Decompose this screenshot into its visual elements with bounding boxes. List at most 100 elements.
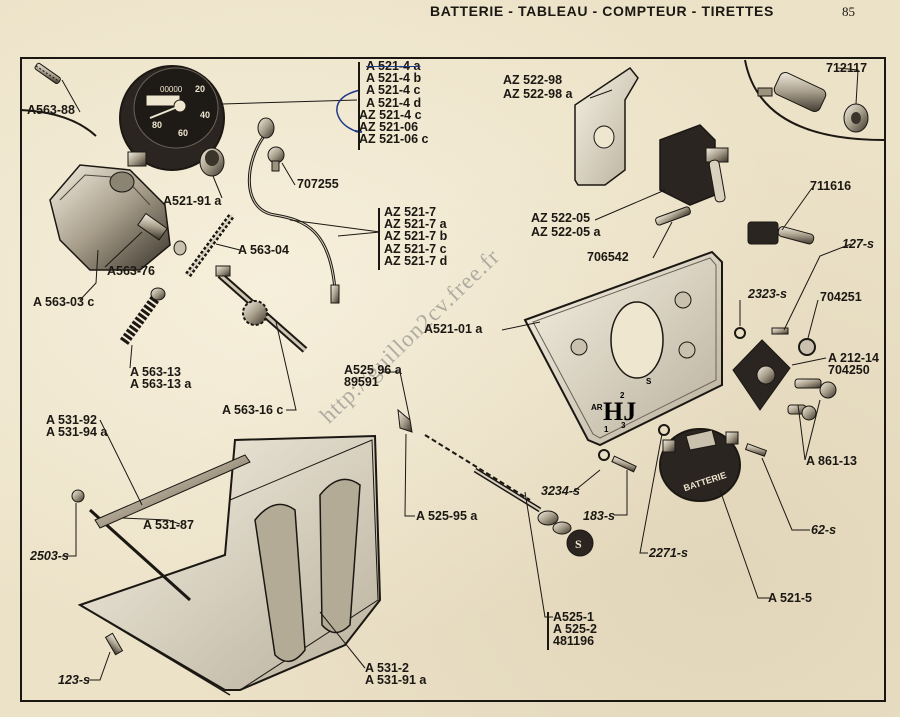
label-711616: 711616 — [810, 179, 852, 193]
label-a521-4b: A 521-4 b — [366, 71, 422, 86]
label-az521-7d: AZ 521-7 d — [384, 253, 448, 268]
label-a563-04: A 563-04 — [238, 243, 289, 257]
label-az522-05: AZ 522-05 — [531, 211, 591, 225]
corner-divider-left — [19, 109, 97, 137]
gear-shaft-a563-16c — [215, 265, 308, 353]
gauge-odometer: 00000 — [160, 85, 183, 94]
pull-knob-cable-a525-1: S — [424, 434, 594, 557]
label-2323-s: 2323-s — [748, 287, 787, 301]
dash-plate-a521-01a: HJ AR 1 2 3 S — [523, 250, 723, 447]
drive-housing-a563-03c — [49, 164, 187, 271]
gauge-60: 60 — [178, 128, 188, 138]
gear-1: 1 — [604, 425, 609, 434]
label-3234-s: 3234-s — [541, 484, 580, 498]
label-group-a525-1: A525-1 A 525-2 481196 — [553, 611, 597, 648]
page-number: 85 — [842, 4, 855, 19]
washer-2323-s — [734, 327, 746, 339]
label-group-a525-96a: A525 96 a 89591 — [344, 363, 402, 389]
label-a563-13a: A 563-13 a — [130, 377, 192, 392]
screw-a563-88 — [34, 62, 61, 85]
label-group-a212-14: A 212-14 704250 — [828, 351, 879, 378]
label-group-a521-4: A 521-4 a A 521-4 b A 521-4 c A 521-4 d … — [359, 59, 428, 146]
footwell-panel-a531-2 — [77, 434, 382, 696]
corner-divider-right — [744, 59, 885, 141]
knob-text: S — [575, 537, 582, 551]
label-a531-91a: A 531-91 a — [365, 673, 427, 688]
screws-a861-13 — [787, 378, 837, 421]
grommet-704251 — [798, 338, 816, 356]
label-a525-95a: A 525-95 a — [416, 509, 478, 523]
label-az521-7a: AZ 521-7 a — [384, 217, 447, 232]
label-az521-4c: AZ 521-4 c — [359, 107, 422, 122]
label-127-s: 127-s — [842, 237, 874, 251]
connector-a212-14 — [732, 339, 791, 411]
gauge-80: 80 — [152, 120, 162, 130]
label-704250: 704250 — [828, 363, 870, 378]
gauge-20: 20 — [195, 84, 205, 94]
label-az522-98a: AZ 522-98 a — [503, 87, 573, 102]
label-a531-94a: A 531-94 a — [46, 425, 108, 440]
label-az522-98: AZ 522-98 — [503, 73, 563, 87]
bushing-a521-91a — [199, 147, 225, 177]
washer-2271-s — [658, 424, 670, 436]
battery-cover-a521-5: BATTERIE — [659, 428, 741, 502]
label-a531-92: A 531-92 — [46, 413, 97, 427]
label-62-s: 62-s — [811, 523, 837, 537]
gear-ar: AR — [591, 403, 603, 412]
label-a563-88: A563-88 — [27, 103, 75, 117]
bracket-az522-98 — [574, 66, 639, 186]
label-183-s: 183-s — [583, 509, 615, 523]
label-az521-7b: AZ 521-7 b — [384, 229, 448, 244]
label-a521-4c: A 521-4 c — [366, 83, 421, 98]
gear-2: 2 — [620, 391, 625, 400]
label-az521-7: AZ 521-7 — [384, 205, 437, 219]
spring-a563-13 — [119, 287, 166, 345]
gear-s: S — [646, 377, 652, 386]
label-az521-06: AZ 521-06 — [359, 119, 419, 134]
diagram-frame — [20, 57, 886, 702]
label-a525-96a: A525 96 a — [344, 363, 402, 377]
label-a531-87: A 531-87 — [143, 518, 194, 532]
washer-3234-s — [598, 449, 610, 461]
label-707255: 707255 — [297, 177, 339, 191]
label-2503-s: 2503-s — [30, 549, 69, 563]
strip-a531-92 — [94, 454, 251, 529]
group-bar-az521-7 — [378, 208, 380, 270]
label-group-a563-13: A 563-13 A 563-13 a — [130, 365, 192, 392]
label-706542: 706542 — [587, 250, 629, 264]
label-a563-76: A563-76 — [107, 264, 155, 278]
label-group-az522-98: AZ 522-98 AZ 522-98 a — [503, 73, 573, 102]
label-a861-13: A 861-13 — [806, 454, 857, 468]
nut-2503-s — [71, 489, 85, 503]
label-a521-01a: A521-01 a — [424, 322, 483, 336]
label-group-a531-2: A 531-2 A 531-91 a — [365, 661, 427, 688]
switch-az522-05 — [659, 124, 729, 206]
clip-a525-96a — [397, 408, 413, 433]
label-a521-4a: A 521-4 a — [366, 59, 421, 73]
screw-62-s — [744, 443, 768, 457]
group-bar-a521-4 — [358, 62, 360, 150]
gear-3: 3 — [621, 421, 626, 430]
gear-pattern-hj: HJ — [603, 397, 636, 426]
label-712117: 712117 — [826, 61, 868, 75]
gauge-40: 40 — [200, 110, 210, 120]
label-az522-05a: AZ 522-05 a — [531, 225, 601, 240]
screw-127-s — [771, 327, 789, 335]
label-a521-5: A 521-5 — [768, 591, 813, 605]
label-a212-14: A 212-14 — [828, 351, 879, 365]
leader-lines — [61, 67, 859, 681]
label-a525-1: A525-1 — [553, 610, 594, 624]
speedometer-cable-az521-7 — [247, 117, 340, 304]
label-az521-7c: AZ 521-7 c — [384, 241, 447, 256]
group-bar-a525-1 — [547, 612, 549, 650]
label-a531-2: A 531-2 — [365, 661, 410, 675]
label-a563-16c: A 563-16 c — [222, 403, 284, 417]
label-704251: 704251 — [820, 290, 862, 304]
label-123-s: 123-s — [58, 673, 90, 687]
label-a563-03c: A 563-03 c — [33, 295, 95, 309]
spring-a563-04 — [185, 212, 235, 278]
label-az521-06c: AZ 521-06 c — [359, 132, 429, 147]
label-a563-13: A 563-13 — [130, 365, 181, 379]
